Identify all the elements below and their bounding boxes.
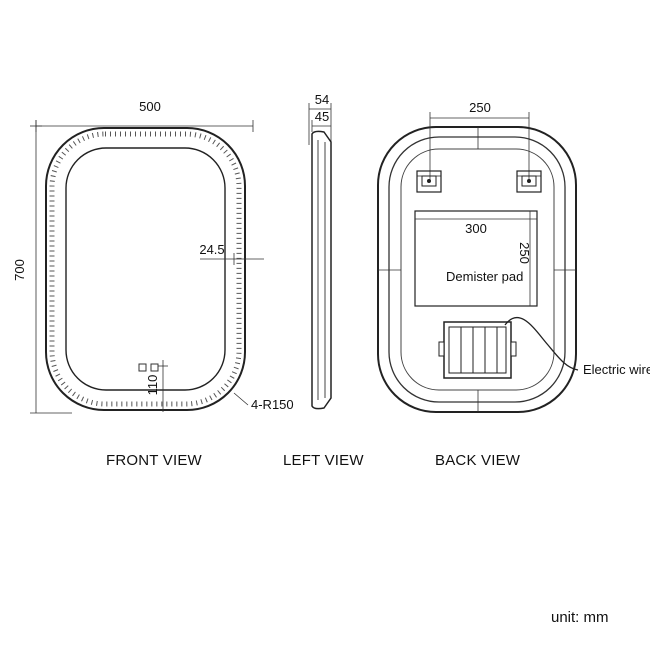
- back-recess: [400, 148, 555, 391]
- left-view-label: LEFT VIEW: [283, 452, 364, 469]
- back-outer-frame: [377, 126, 577, 413]
- back-inner-frame: [388, 136, 566, 403]
- bracket-spacing-label: 250: [469, 100, 491, 115]
- side-depth-total-label: 54: [315, 92, 329, 107]
- front-width-label: 500: [139, 99, 161, 114]
- hanging-bracket-left: [416, 170, 442, 193]
- front-height-label: 700: [12, 259, 27, 281]
- electric-wire-label: Electric wire: [583, 362, 650, 377]
- left-view-drawing: 54 45: [308, 92, 332, 410]
- unit-note: unit: mm: [551, 609, 609, 626]
- front-light-band: [49, 131, 242, 407]
- sensor-offset-label: 110: [145, 375, 160, 396]
- back-view-label: BACK VIEW: [435, 452, 521, 469]
- sensor-icon: [150, 363, 159, 372]
- front-inner-glass: [65, 147, 226, 391]
- front-outer-frame: [45, 127, 246, 411]
- demister-pad-label: Demister pad: [446, 269, 523, 284]
- led-driver-box: [438, 321, 517, 379]
- hanging-bracket-right: [516, 170, 542, 193]
- side-depth-frame-label: 45: [315, 109, 329, 124]
- frame-inset-label: 24.5: [199, 242, 224, 257]
- back-view-drawing: 250 300 250 Demister pad: [377, 100, 650, 413]
- corner-radius-label: 4-R150: [251, 397, 294, 412]
- side-profile-outer: [311, 130, 332, 410]
- pad-width-label: 300: [465, 221, 487, 236]
- sensor-icon: [138, 363, 147, 372]
- electric-wire: [504, 317, 579, 371]
- pad-height-label: 250: [517, 242, 532, 264]
- front-view-label: FRONT VIEW: [106, 452, 202, 469]
- demister-pad: [414, 210, 538, 307]
- radius-leader: [233, 392, 249, 406]
- front-view-drawing: 500 700 24.5 110 4-R150: [12, 99, 294, 414]
